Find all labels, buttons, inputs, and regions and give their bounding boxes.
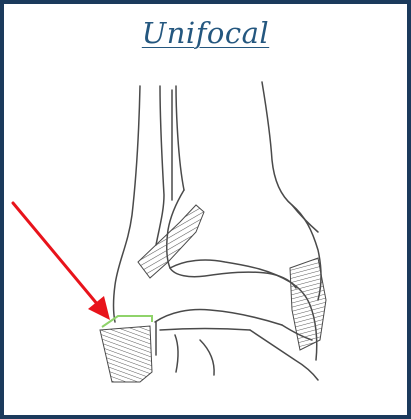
fibula-outline	[114, 86, 173, 322]
indicator-arrow	[13, 203, 110, 320]
ligament-hatching	[100, 205, 326, 382]
fracture-line	[102, 316, 152, 327]
